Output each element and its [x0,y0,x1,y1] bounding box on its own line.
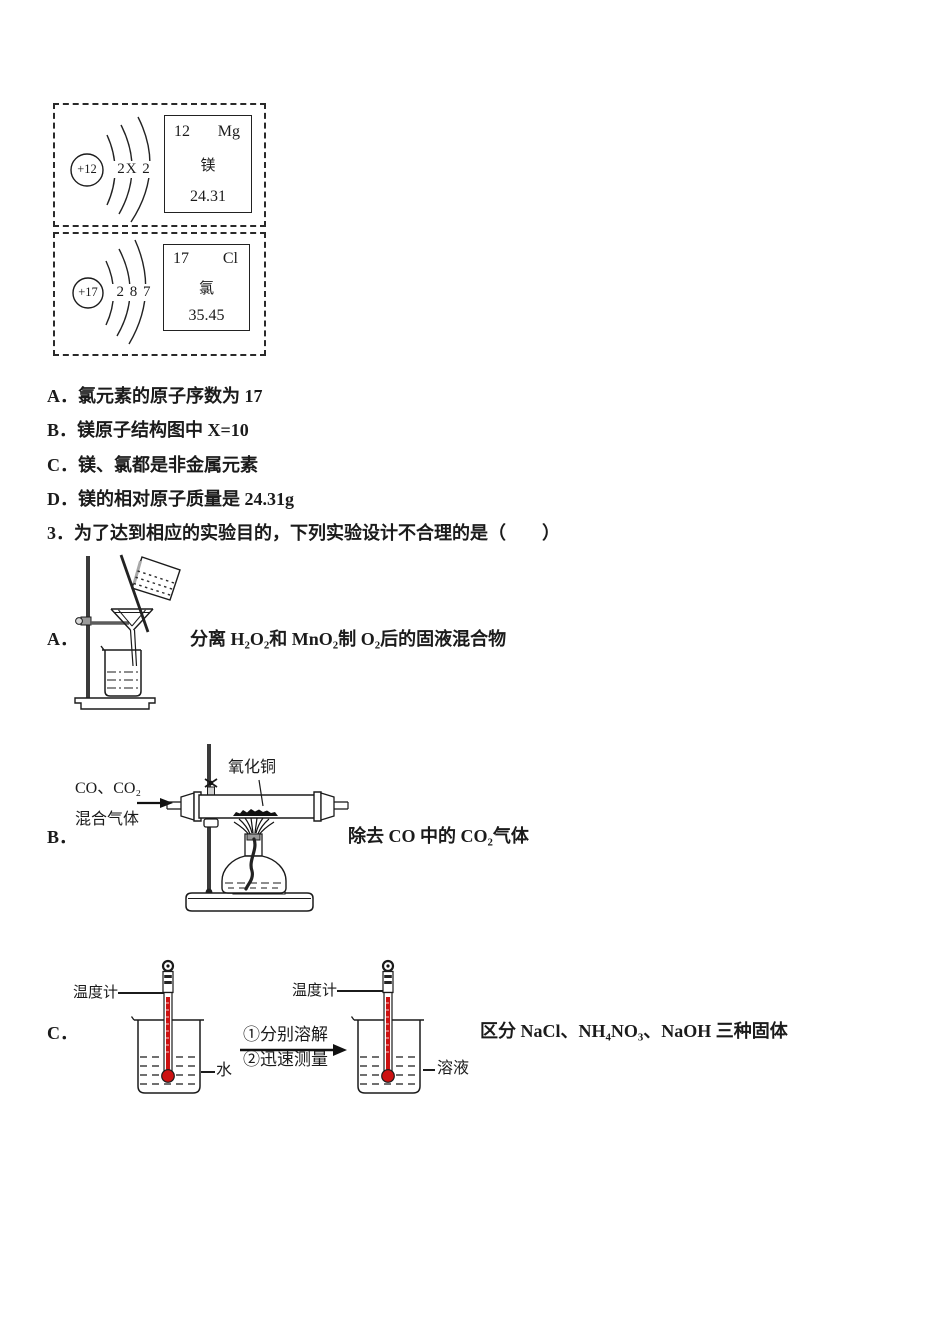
question-number: 3． [47,523,74,543]
clamp [204,779,218,827]
experiment-a-letter: A． [47,629,78,649]
option-a: A．氯元素的原子序数为 17 [47,386,263,406]
copper-oxide-powder [233,809,278,816]
shell-electrons-label: 2X 2 [110,161,158,178]
water-pointer-line [201,1071,215,1073]
funnel [111,609,153,666]
thermometer-bulb [382,1070,395,1083]
lamp-wick [246,839,255,889]
option-text: 镁原子结构图中 X=10 [77,420,249,440]
gas-mixture-label-line2: 混合气体 [75,811,140,828]
stand-base [75,698,155,709]
gas-tube-apparatus-figure [135,744,350,915]
procedure-step-1: ①分别溶解 [243,1025,328,1044]
thermometer-pointer-line-left [118,992,164,994]
receiving-beaker [101,646,141,696]
element-symbol: Mg [217,122,240,140]
element-name: 镁 [200,157,216,174]
nucleus-charge-label: +12 [77,162,97,176]
atomic-mass: 24.31 [190,187,226,205]
element-cell-mg: 12 Mg 镁 24.31 [164,115,252,213]
magnesium-atom-figure: +12 2X 2 12 Mg 镁 24.31 [53,103,266,227]
thermometer-label-right: 温度计 [292,983,338,999]
option-letter: A． [47,386,78,406]
element-symbol: Cl [222,249,238,267]
nucleus-charge-label: +17 [78,285,98,299]
procedure-step-2: ②迅速测量 [243,1050,328,1069]
pouring-beaker [132,557,180,600]
water-label: 水 [216,1062,233,1079]
stand-base [186,893,313,911]
filtration-apparatus-figure [70,552,200,714]
solution-pointer-line [423,1069,435,1071]
atomic-number: 12 [174,122,190,140]
experiment-b-letter: B． [47,827,78,847]
nucleus-circle [73,278,103,308]
thermometer-column [166,997,170,1073]
atomic-mass: 35.45 [188,307,225,325]
question-text: 为了达到相应的实验目的，下列实验设计不合理的是（ ） [74,523,560,543]
alcohol-lamp [222,834,286,894]
experiment-c-letter: C． [47,1023,78,1043]
element-name: 氯 [198,280,214,297]
option-text: 氯元素的原子序数为 17 [78,386,263,406]
option-letter: C． [47,455,78,475]
experiment-b-description: 除去 CO 中的 CO₂气体 [348,826,529,846]
option-letter: D． [47,489,78,509]
stand-rod [86,556,90,699]
gas-mixture-label-line1: CO、CO₂ [75,780,142,797]
element-cell-cl: 17 Cl 氯 35.45 [163,244,250,331]
option-text: 镁、氯都是非金属元素 [78,455,258,475]
thermometer-bulb [162,1070,175,1083]
experiment-c-description: 区分 NaCl、NH₄NO₃、NaOH 三种固体 [480,1021,788,1041]
chlorine-atom-figure: +17 2 8 7 17 Cl 氯 35.45 [53,232,266,356]
flame [234,818,274,835]
procedure-arrowhead [333,1044,347,1056]
copper-oxide-label: 氧化铜 [228,759,277,776]
clamp-knob [76,618,83,625]
thermometer-pointer-line-right [337,990,383,992]
solution-beaker-thermometer [352,961,425,1093]
shell-electrons-label: 2 8 7 [111,284,157,301]
water-beaker-thermometer [132,961,205,1093]
chlorine-shell-diagram [55,234,264,354]
nucleus-circle [71,154,103,186]
option-c: C．镁、氯都是非金属元素 [47,455,258,475]
atomic-number: 17 [173,249,189,267]
solution-label: 溶液 [437,1060,470,1077]
dissolving-experiment-figure [130,955,480,1100]
thermometer-label-left: 温度计 [73,985,119,1001]
reaction-tube [167,792,348,821]
copper-oxide-pointer-line [259,780,263,806]
option-b: B．镁原子结构图中 X=10 [47,420,249,440]
question-3-stem: 3．为了达到相应的实验目的，下列实验设计不合理的是（ ） [47,523,560,543]
glass-rod [121,555,148,632]
option-text: 镁的相对原子质量是 24.31g [78,489,294,509]
option-letter: B． [47,420,78,440]
thermometer-column [386,997,390,1073]
experiment-a-description: 分离 H₂O₂和 MnO₂制 O₂后的固液混合物 [190,629,507,649]
option-d: D．镁的相对原子质量是 24.31g [47,489,294,509]
